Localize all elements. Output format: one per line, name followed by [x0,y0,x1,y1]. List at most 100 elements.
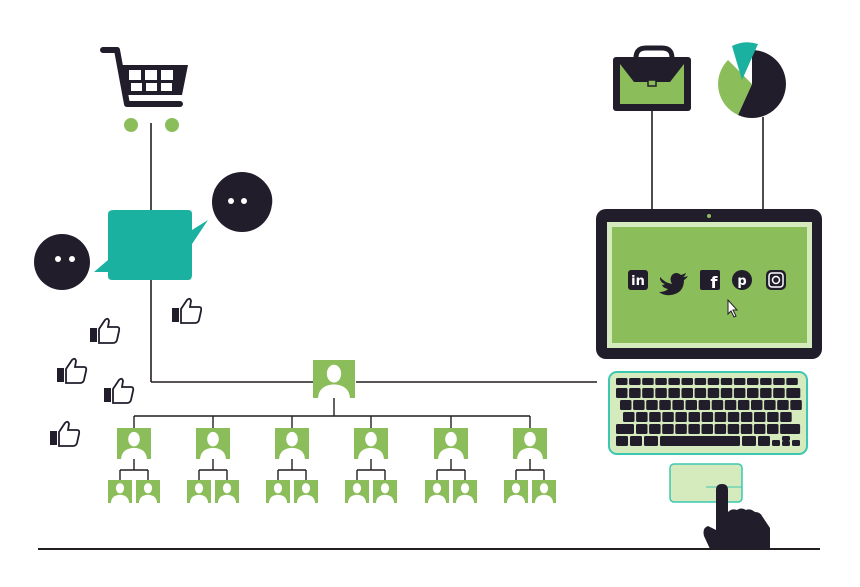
keyboard-key[interactable] [662,424,674,434]
keyboard-key[interactable] [630,436,642,446]
keyboard-key[interactable] [727,424,740,434]
keyboard-key[interactable] [754,412,766,422]
keyboard-key[interactable] [786,378,798,385]
keyboard-key[interactable] [760,378,772,385]
keyboard-key[interactable] [733,388,746,398]
keyboard-key[interactable] [727,412,740,422]
keyboard-key[interactable] [792,440,800,446]
social-icons: in f p [628,270,786,296]
svg-text:f: f [711,273,719,292]
keyboard-key[interactable] [707,378,720,385]
keyboard-key[interactable] [707,388,720,398]
instagram-icon[interactable] [766,270,786,290]
keyboard-key[interactable] [668,378,680,385]
person-icon [313,360,355,398]
keyboard-key[interactable] [616,388,628,398]
keyboard-key[interactable] [616,436,628,446]
keyboard-key[interactable] [747,388,759,398]
keyboard-device [608,371,808,455]
keyboard-key[interactable] [714,424,727,434]
keyboard-key[interactable] [688,412,701,422]
keyboard-key[interactable] [733,378,746,385]
thumbs-up-icon [57,357,88,384]
keyboard-key[interactable] [694,388,707,398]
keyboard-key[interactable] [642,388,654,398]
keyboard-key[interactable] [655,378,667,385]
keyboard-key[interactable] [616,378,628,385]
keyboard-key[interactable] [780,424,801,434]
keyboard-key[interactable] [760,388,772,398]
keyboard-key[interactable] [720,388,733,398]
pointing-hand-icon [703,484,770,549]
keyboard-key[interactable] [685,400,698,410]
person-icon [196,428,230,459]
keyboard-key[interactable] [753,424,766,434]
keyboard-key[interactable] [649,424,661,434]
keyboard-key[interactable] [659,400,671,410]
tablet-device: in f p [596,209,822,359]
keyboard-key[interactable] [780,412,792,422]
keyboard-key[interactable] [636,424,648,434]
keyboard-key[interactable] [747,378,759,385]
keyboard-key[interactable] [701,412,714,422]
svg-text:p: p [737,274,746,289]
keyboard-key[interactable] [698,400,711,410]
keyboard-key[interactable] [668,388,680,398]
linkedin-icon[interactable]: in [628,270,648,290]
keyboard-key[interactable] [646,400,658,410]
keyboard-key[interactable] [742,436,756,446]
keyboard-key[interactable] [694,378,707,385]
keyboard-key[interactable] [675,412,687,422]
keyboard-key[interactable] [720,378,733,385]
keyboard-key[interactable] [751,400,763,410]
keyboard-key[interactable] [782,436,790,441]
keyboard-key[interactable] [758,436,770,446]
twitter-bird-icon[interactable] [659,273,688,296]
person-icon [294,480,318,503]
keyboard-key[interactable] [629,378,641,385]
keyboard-key[interactable] [740,424,753,434]
person-icon [504,480,528,503]
keyboard-key[interactable] [636,412,648,422]
person-icon [453,480,477,503]
keyboard-key[interactable] [782,441,790,446]
keyboard-key[interactable] [675,424,687,434]
keyboard-key[interactable] [786,388,801,398]
keyboard-key[interactable] [655,388,667,398]
org-chart [108,360,556,503]
keyboard-key[interactable] [767,412,779,422]
keyboard-key[interactable] [740,412,753,422]
keyboard-key[interactable] [767,424,779,434]
trackpad[interactable] [669,463,743,503]
pinterest-icon[interactable]: p [732,270,752,290]
person-icon [513,428,547,459]
keyboard-key[interactable] [764,400,776,410]
keyboard-key[interactable] [649,412,661,422]
keyboard-key[interactable] [620,400,632,410]
person-icon [354,428,388,459]
keyboard-key[interactable] [777,400,789,410]
keyboard-key[interactable] [737,400,750,410]
keyboard-key[interactable] [672,400,684,410]
keyboard-key[interactable] [711,400,724,410]
keyboard-key[interactable] [662,412,674,422]
keyboard-key[interactable] [644,436,658,446]
keyboard-key[interactable] [623,412,635,422]
keyboard-key[interactable] [714,412,727,422]
keyboard-key[interactable] [633,400,645,410]
keyboard-key[interactable] [701,424,714,434]
keyboard-key[interactable] [688,424,700,434]
keyboard-key[interactable] [629,388,641,398]
keyboard-key[interactable] [616,424,634,434]
keyboard-key[interactable] [681,388,694,398]
keyboard-key[interactable] [773,388,785,398]
keyboard-key[interactable] [790,400,802,410]
keyboard-key[interactable] [681,378,694,385]
keyboard-key[interactable] [660,436,740,446]
keyboard-key[interactable] [642,378,654,385]
keyboard-key[interactable] [724,400,737,410]
facebook-icon[interactable]: f [700,270,720,292]
keyboard-key[interactable] [773,378,785,385]
keyboard-key[interactable] [772,440,780,446]
pie-chart-icon [718,42,786,118]
